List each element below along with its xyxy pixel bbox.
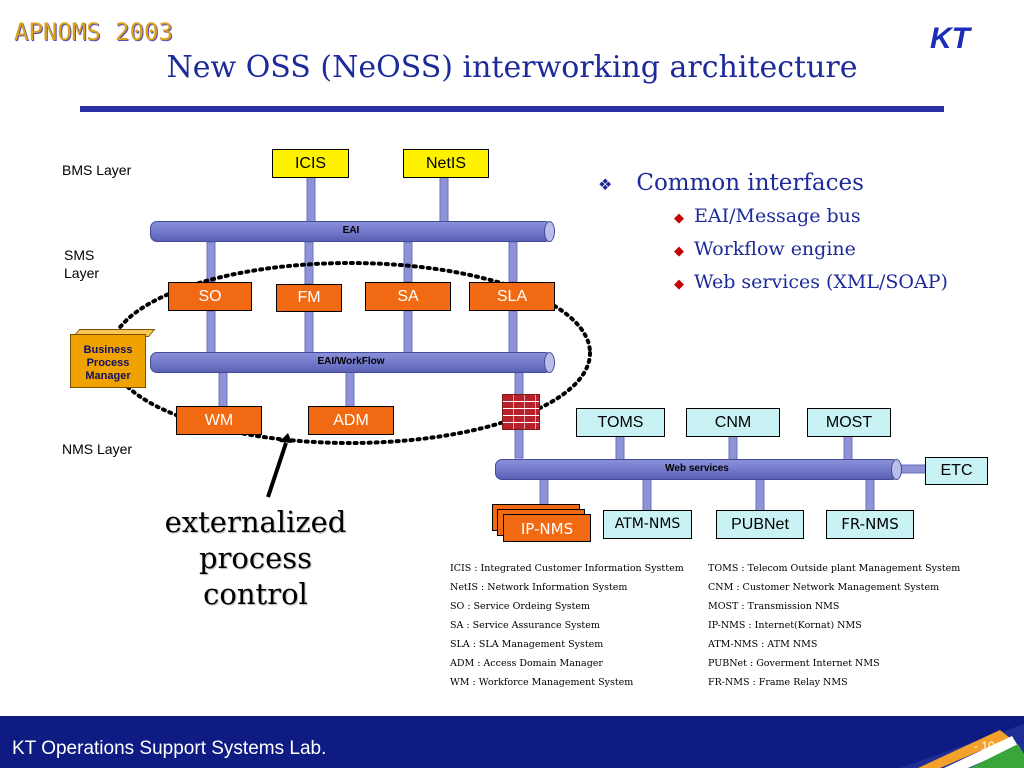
cnm-box: CNM — [686, 408, 780, 437]
interface-item: ◆ Workflow engine — [674, 238, 856, 260]
legend-left-3: SO : Service Ordeing System — [450, 601, 591, 612]
legend-right-1: TOMS : Telecom Outside plant Management … — [708, 563, 961, 574]
firewall-icon — [502, 394, 540, 430]
footer-arrow-decoration — [900, 724, 1024, 768]
bpm-label-line3: Manager — [85, 370, 131, 382]
annotation-line3: control — [203, 577, 308, 611]
bpm-label-line2: Process — [86, 357, 130, 369]
common-interfaces-heading: ❖ Common interfaces — [598, 170, 864, 196]
nms-layer-label: NMS Layer — [62, 441, 133, 457]
ip-nms-box: IP-NMS — [503, 514, 591, 542]
wm-box: WM — [176, 406, 262, 435]
four-diamond-bullet-icon: ❖ — [598, 175, 613, 194]
legend-left-5: SLA : SLA Management System — [450, 639, 604, 650]
footer-bar — [0, 716, 1024, 768]
sla-box: SLA — [469, 282, 555, 311]
eai-workflow-bus-end — [544, 352, 555, 373]
annotation-line2: process — [198, 541, 313, 575]
fm-box: FM — [276, 284, 342, 312]
legend-left-7: WM : Workforce Management System — [450, 677, 634, 688]
interface-item: ◆ Web services (XML/SOAP) — [674, 271, 948, 293]
atm-nms-box: ATM-NMS — [603, 510, 692, 539]
legend-right-4: IP-NMS : Internet(Kornat) NMS — [708, 620, 862, 631]
common-interfaces-heading-text: Common interfaces — [636, 170, 864, 196]
bpm-label-line1: Business — [83, 344, 133, 356]
page-number: - 10 - — [974, 739, 1003, 753]
sms-layer-label-line1: SMS — [64, 247, 95, 263]
legend-left-1: ICIS : Integrated Customer Information S… — [450, 563, 684, 574]
eai-workflow-bus-label: EAI/WorkFlow — [317, 356, 385, 367]
legend-right-5: ATM-NMS : ATM NMS — [708, 639, 818, 650]
pubnet-box: PUBNet — [716, 510, 804, 539]
icis-box: ICIS — [272, 149, 349, 178]
interface-item-text: EAI/Message bus — [694, 205, 861, 227]
apnoms-2003-logo: APNOMS 2003 — [14, 18, 173, 46]
interface-item: ◆ EAI/Message bus — [674, 205, 861, 227]
bms-layer-label: BMS Layer — [62, 162, 132, 178]
etc-box: ETC — [925, 457, 988, 485]
title-underline — [80, 106, 944, 112]
diagram-lines — [108, 176, 929, 512]
footer-lab-name: KT Operations Support Systems Lab. — [12, 738, 327, 759]
legend-left-4: SA : Service Assurance System — [450, 620, 600, 631]
business-process-manager-box — [70, 334, 146, 388]
eai-bus-label: EAI — [342, 225, 360, 236]
interface-item-text: Workflow engine — [694, 238, 856, 260]
most-box: MOST — [807, 408, 891, 437]
fr-nms-box: FR-NMS — [826, 510, 914, 539]
eai-bus-end — [544, 221, 555, 242]
business-process-manager-label: Business Process Manager — [70, 344, 146, 383]
web-services-bus-end — [891, 459, 902, 480]
legend-right-6: PUBNet : Goverment Internet NMS — [708, 658, 880, 669]
annotation-line1: externalized — [164, 505, 347, 539]
netis-box: NetIS — [403, 149, 489, 178]
legend-left-6: ADM : Access Domain Manager — [450, 658, 603, 669]
web-services-bus-label: Web services — [665, 463, 729, 474]
legend-right-2: CNM : Customer Network Management System — [708, 582, 940, 593]
externalized-process-control-annotation: externalized process control — [148, 504, 363, 612]
interface-item-text: Web services (XML/SOAP) — [694, 271, 948, 293]
adm-box: ADM — [308, 406, 394, 435]
sms-layer-label-line2: Layer — [64, 265, 100, 281]
so-box: SO — [168, 282, 252, 311]
legend-right-3: MOST : Transmission NMS — [708, 601, 840, 612]
toms-box: TOMS — [576, 408, 665, 437]
diamond-bullet-icon: ◆ — [674, 211, 684, 226]
diamond-bullet-icon: ◆ — [674, 244, 684, 259]
slide-title: New OSS (NeOSS) interworking architectur… — [166, 50, 858, 85]
sa-box: SA — [365, 282, 451, 311]
legend-left-2: NetIS : Network Information System — [450, 582, 628, 593]
diamond-bullet-icon: ◆ — [674, 277, 684, 292]
kt-logo: KT — [930, 22, 970, 55]
legend-right-7: FR-NMS : Frame Relay NMS — [708, 677, 848, 688]
